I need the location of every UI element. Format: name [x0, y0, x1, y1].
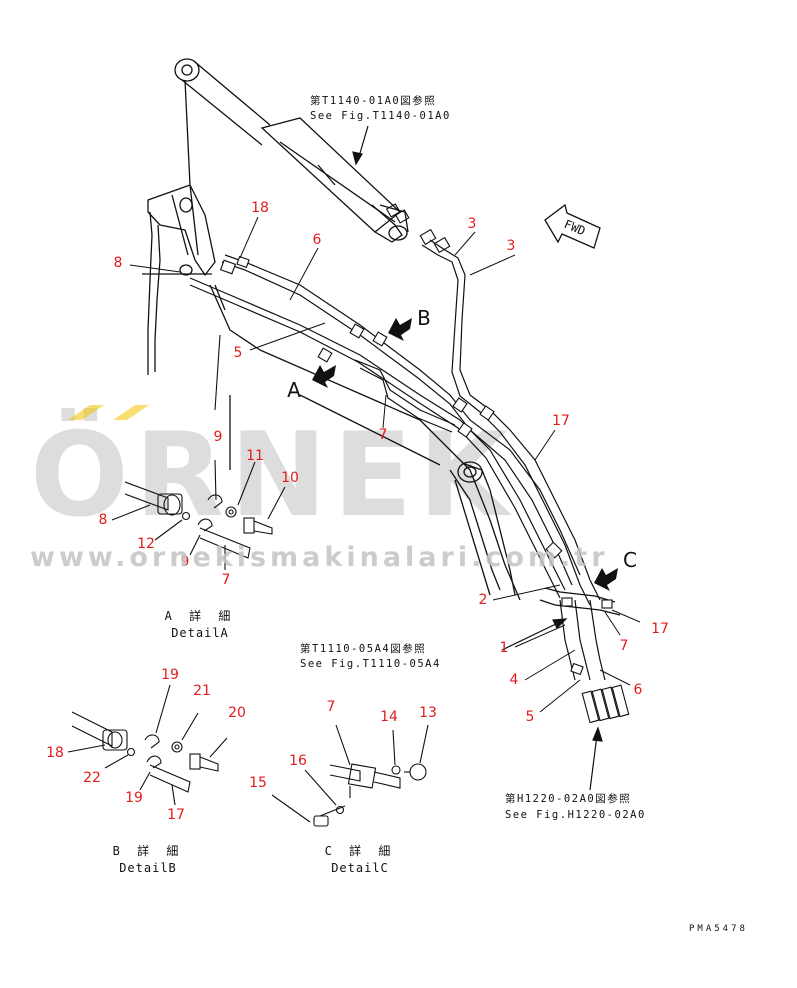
label-n6-top: 6: [312, 232, 322, 248]
reference-1-jp: 第T1140-01A0図参照: [310, 95, 437, 107]
label-db-17: 17: [167, 807, 185, 823]
label-n17-top: 17: [552, 413, 570, 429]
label-n5-main: 5: [233, 345, 243, 361]
boom-outline: [142, 184, 521, 601]
label-a-arrow: A: [287, 378, 301, 402]
label-da-8: 8: [98, 512, 108, 528]
detail-b-jp: B 詳 細: [112, 844, 184, 858]
label-da-12: 12: [137, 536, 155, 552]
label-da-11: 11: [246, 448, 264, 464]
view-arrows: [312, 318, 618, 591]
reference-1-en: See Fig.T1140-01A0: [310, 110, 451, 122]
detail-c-caption: C 詳 細 DetailC: [320, 843, 400, 877]
detail-a-drawing: [111, 334, 286, 570]
label-n2: 2: [478, 592, 488, 608]
reference-arrows: [352, 125, 603, 791]
label-da-10: 10: [281, 470, 299, 486]
label-dc-7: 7: [326, 699, 336, 715]
label-db-20: 20: [228, 705, 246, 721]
reference-2-jp: 第T1110-05A4図参照: [300, 643, 427, 655]
reference-3-en: See Fig.H1220-02A0: [505, 809, 646, 821]
cylinder-fittings: [385, 203, 451, 254]
detail-a-caption: A 詳 細 DetailA: [160, 608, 240, 642]
label-dc-15: 15: [249, 775, 267, 791]
reference-3-jp: 第H1220-02A0図参照: [505, 793, 632, 805]
label-dc-14: 14: [380, 709, 398, 725]
detail-b-en: DetailB: [119, 861, 177, 875]
label-n1: 1: [499, 640, 509, 656]
label-dc-16: 16: [289, 753, 307, 769]
detail-b-drawing: [67, 684, 228, 806]
label-n18-top: 18: [251, 200, 269, 216]
watermark-accent: [68, 405, 149, 420]
label-da-7: 7: [221, 572, 231, 588]
detail-b-caption: B 詳 細 DetailB: [108, 843, 188, 877]
leader-lines: [129, 216, 641, 713]
lower-fittings: [581, 684, 630, 724]
label-b-arrow: B: [417, 306, 431, 330]
label-n7-right: 7: [619, 638, 629, 654]
detail-a-en: DetailA: [171, 626, 229, 640]
fwd-arrow-icon: [544, 203, 601, 249]
label-c-arrow: C: [623, 548, 637, 572]
detail-c-en: DetailC: [331, 861, 389, 875]
label-n3-b: 3: [506, 238, 516, 254]
label-n3-a: 3: [467, 216, 477, 232]
label-n4: 4: [509, 672, 519, 688]
label-dc-13: 13: [419, 705, 437, 721]
hose-clamps: [219, 255, 613, 676]
label-n17-right: 17: [651, 621, 669, 637]
watermark-url-text: www.ornekismakinalari.com.tr: [30, 542, 609, 573]
label-db-22: 22: [83, 770, 101, 786]
watermark-logo-text: ÖRNEK: [30, 408, 515, 543]
label-db-19b: 19: [125, 790, 143, 806]
hose-lines: [189, 239, 621, 681]
detail-c-jp: C 詳 細: [324, 844, 396, 858]
label-db-18: 18: [46, 745, 64, 761]
boom-cylinder: [174, 58, 409, 243]
detail-c-drawing: [271, 724, 429, 827]
label-n7-main: 7: [378, 427, 388, 443]
label-db-19a: 19: [161, 667, 179, 683]
label-n8-main: 8: [113, 255, 123, 271]
reference-2-en: See Fig.T1110-05A4: [300, 658, 441, 670]
label-n6-right: 6: [633, 682, 643, 698]
detail-a-jp: A 詳 細: [164, 609, 236, 623]
label-da-9b: 9: [180, 554, 190, 570]
label-db-21: 21: [193, 683, 211, 699]
label-n5-lower: 5: [525, 709, 535, 725]
part-number: PMA5478: [689, 924, 748, 934]
label-da-9a: 9: [213, 429, 223, 445]
